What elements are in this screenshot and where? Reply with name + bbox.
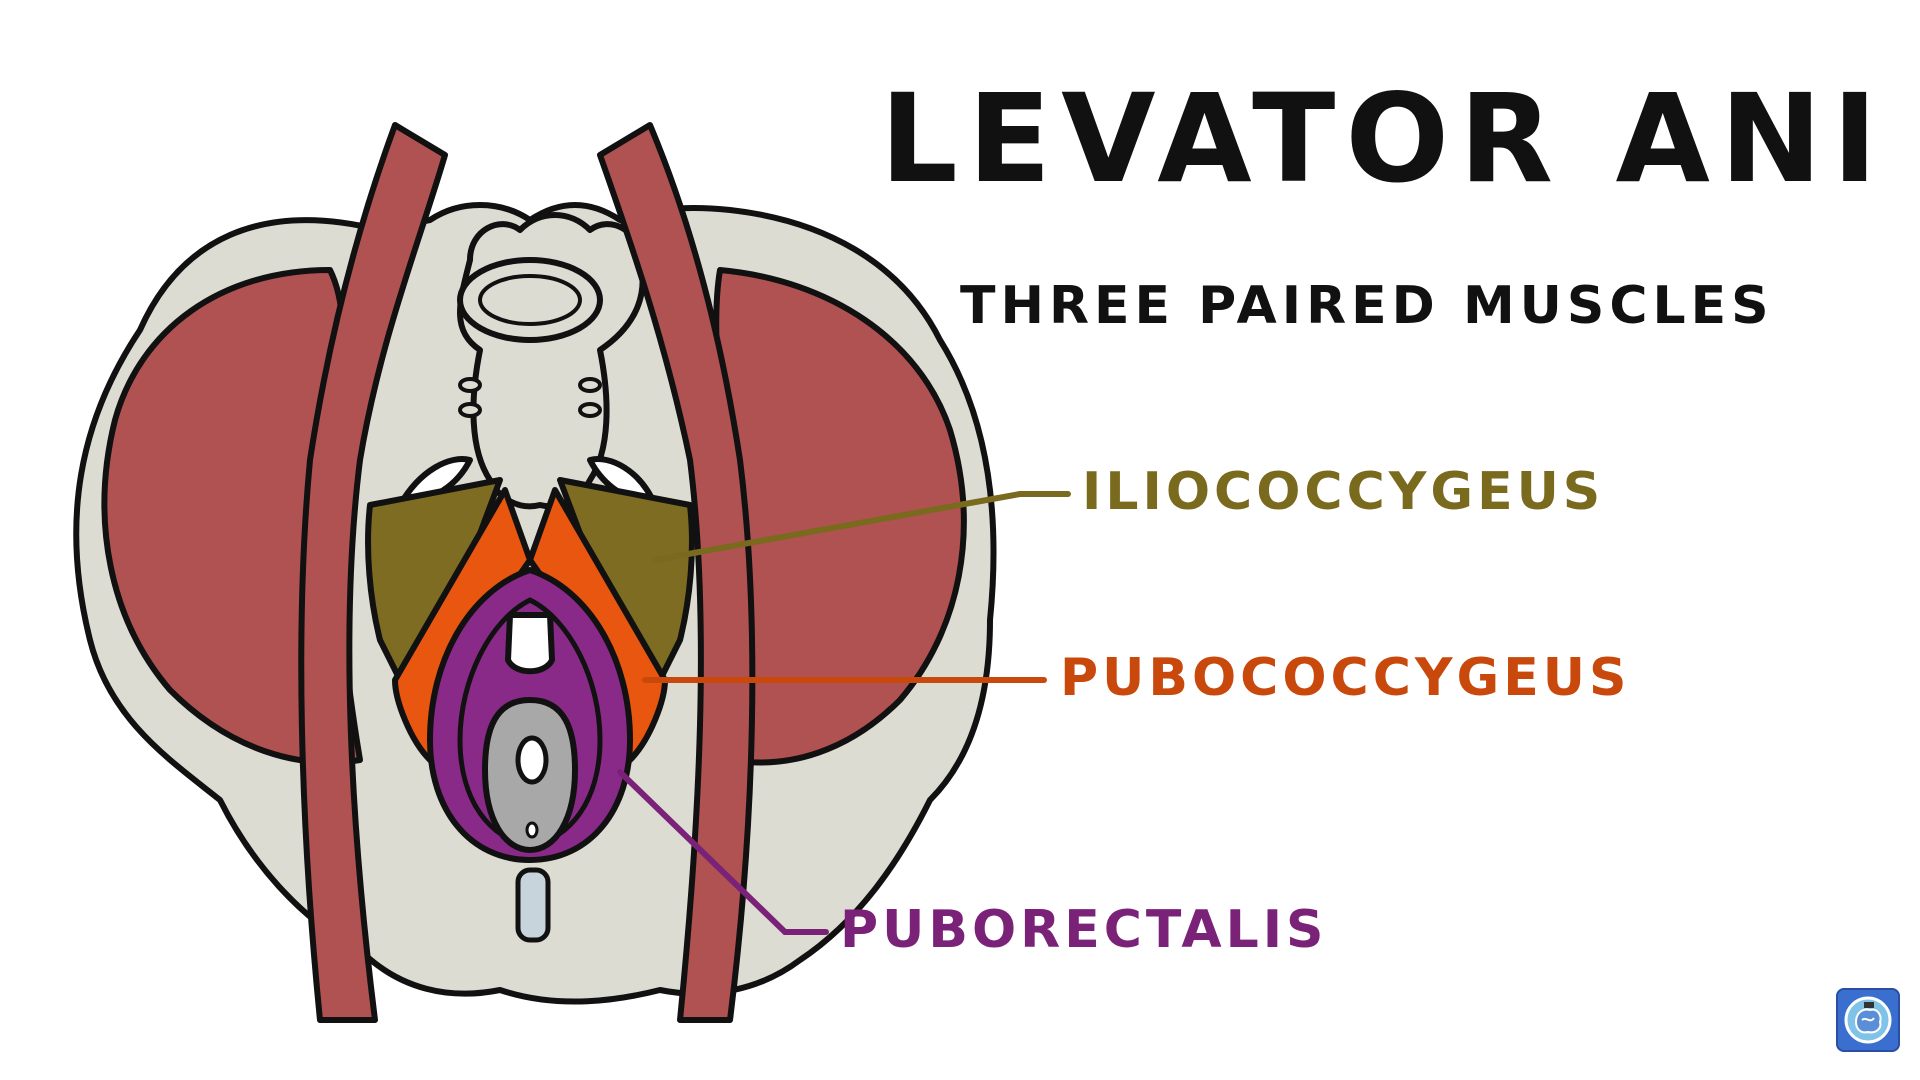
- channel-logo: [1838, 990, 1898, 1050]
- label-pubococcygeus: PUBOCOCCYGEUS: [1060, 648, 1631, 708]
- leader-iliococcygeus: [652, 491, 1071, 563]
- foramen: [458, 402, 482, 418]
- leader-puborectalis: [617, 769, 829, 935]
- muscle-band-right: [597, 122, 756, 1023]
- page-subtitle: THREE PAIRED MUSCLES: [960, 276, 1774, 336]
- page-title: LEVATOR ANI: [880, 68, 1888, 210]
- coccyx: [515, 867, 551, 943]
- label-puborectalis: PUBORECTALIS: [840, 900, 1328, 960]
- foramen: [578, 377, 602, 393]
- foramen: [578, 402, 602, 418]
- muscle-band-left: [298, 122, 448, 1023]
- sacral-vertebra-inner: [478, 274, 582, 326]
- anal-opening: [525, 821, 539, 839]
- brain-icon: [1844, 996, 1892, 1044]
- sacral-vertebra: [457, 257, 603, 343]
- urethra: [505, 612, 555, 675]
- foramen: [458, 377, 482, 393]
- vaginal-opening: [515, 735, 549, 785]
- label-iliococcygeus: ILIOCOCCYGEUS: [1082, 462, 1605, 522]
